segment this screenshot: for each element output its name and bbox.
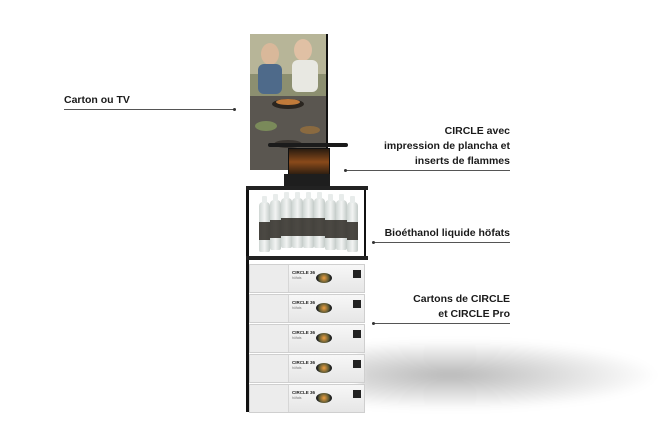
- bioethanol-bottle: [314, 192, 325, 248]
- carton-logo: [353, 270, 361, 278]
- circle-carton: CIRCLE 36 höfats: [249, 264, 365, 293]
- carton-side: [250, 295, 289, 322]
- carton-sub-label: höfats: [292, 306, 302, 310]
- carton-product-image: [316, 363, 332, 373]
- leader-line-bioethanol: [374, 242, 510, 243]
- bioethanol-bottle: [270, 194, 281, 250]
- carton-brand-label: CIRCLE 36: [292, 270, 316, 275]
- circle-carton: CIRCLE 36 höfats: [249, 294, 365, 323]
- label-tv: Carton ou TV: [64, 94, 130, 106]
- carton-sub-label: höfats: [292, 396, 302, 400]
- carton-brand-label: CIRCLE 36: [292, 390, 316, 395]
- carton-product-image: [316, 393, 332, 403]
- frame-left-post: [246, 188, 249, 412]
- carton-sub-label: höfats: [292, 276, 302, 280]
- leader-dot-cartons: [372, 322, 375, 325]
- leader-line-cartons: [374, 323, 510, 324]
- carton-brand-label: CIRCLE 36: [292, 300, 316, 305]
- bioethanol-bottle: [292, 192, 303, 248]
- carton-sub-label: höfats: [292, 366, 302, 370]
- carton-sub-label: höfats: [292, 336, 302, 340]
- circle-carton: CIRCLE 36 höfats: [249, 324, 365, 353]
- carton-logo: [353, 330, 361, 338]
- carton-logo: [353, 300, 361, 308]
- label-circle: CIRCLE avec impression de plancha et ins…: [372, 124, 510, 169]
- circle-carton: CIRCLE 36 höfats: [249, 354, 365, 383]
- leader-dot-bioethanol: [372, 241, 375, 244]
- label-cartons-line2: et CIRCLE Pro: [438, 308, 510, 320]
- bioethanol-bottle: [259, 196, 270, 252]
- bioethanol-bottle: [336, 194, 347, 250]
- carton-side: [250, 265, 289, 292]
- label-cartons-line1: Cartons de CIRCLE: [413, 293, 510, 305]
- leader-line-circle: [346, 170, 510, 171]
- carton-logo: [353, 360, 361, 368]
- carton-product-image: [316, 273, 332, 283]
- carton-side: [250, 325, 289, 352]
- leader-line-tv: [64, 109, 234, 110]
- carton-product-image: [316, 333, 332, 343]
- circle-carton: CIRCLE 36 höfats: [249, 384, 365, 413]
- carton-brand-label: CIRCLE 36: [292, 330, 316, 335]
- frame-right-post: [364, 190, 366, 260]
- carton-brand-label: CIRCLE 36: [292, 360, 316, 365]
- label-circle-line1: CIRCLE avec: [444, 125, 510, 137]
- upper-shelf: [246, 186, 368, 190]
- frame-top-bar: [326, 34, 328, 170]
- circle-base: [284, 174, 330, 188]
- carton-logo: [353, 390, 361, 398]
- circle-plancha-top: [268, 143, 348, 147]
- label-cartons: Cartons de CIRCLE et CIRCLE Pro: [372, 292, 510, 322]
- bioethanol-bottle: [347, 196, 358, 252]
- bioethanol-bottle: [303, 192, 314, 248]
- leader-dot-tv: [233, 108, 236, 111]
- carton-side: [250, 355, 289, 382]
- leader-dot-circle: [344, 169, 347, 172]
- middle-shelf: [246, 256, 368, 260]
- carton-side: [250, 385, 289, 412]
- label-circle-line3: inserts de flammes: [414, 155, 510, 167]
- bioethanol-bottle: [281, 192, 292, 248]
- circle-flame-inserts: [288, 148, 330, 176]
- carton-product-image: [316, 303, 332, 313]
- label-circle-line2: impression de plancha et: [383, 140, 510, 152]
- floor-shadow: [360, 340, 660, 410]
- label-bioethanol: Bioéthanol liquide höfats: [384, 227, 510, 239]
- bioethanol-bottle: [325, 194, 336, 250]
